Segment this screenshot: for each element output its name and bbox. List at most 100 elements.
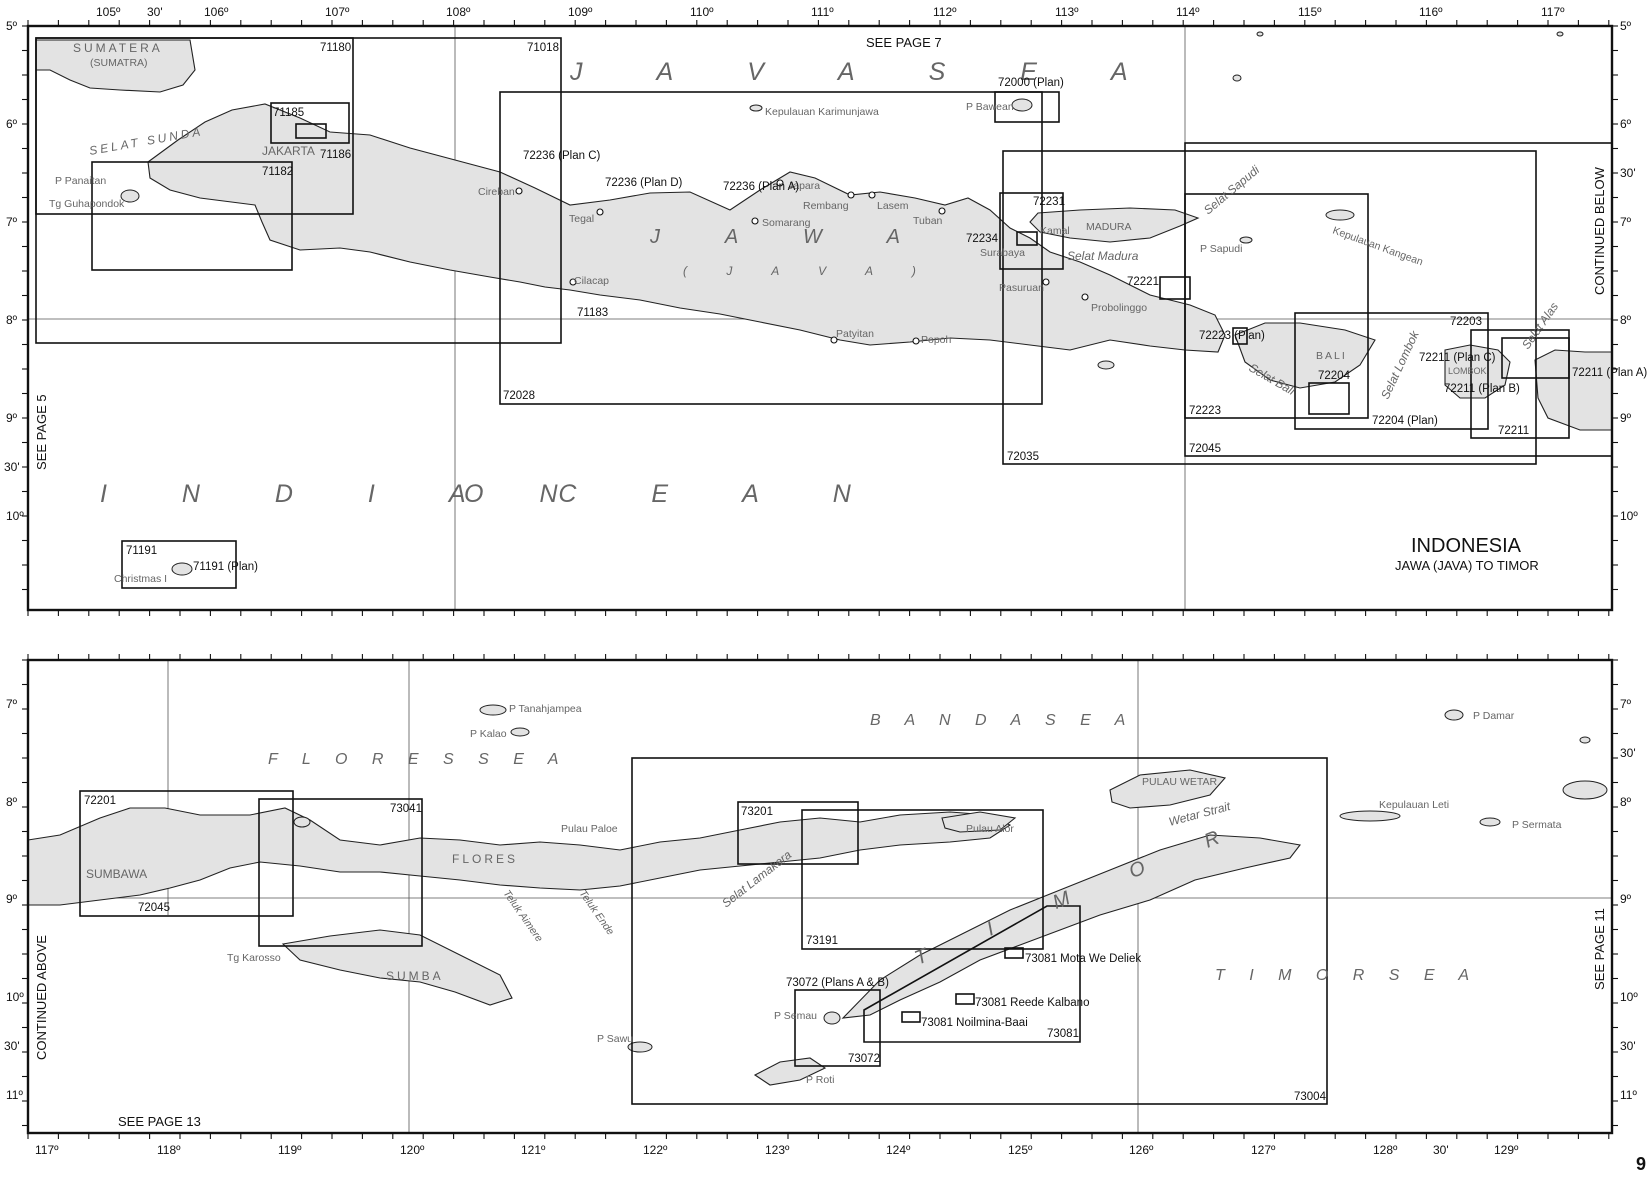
continued-below-ref[interactable]: CONTINUED BELOW bbox=[1592, 166, 1607, 295]
chart-number[interactable]: 72223 bbox=[1189, 405, 1221, 417]
banda-sea-label: B A N D A S E A bbox=[870, 712, 1135, 729]
chart-number[interactable]: 73081 Reede Kalbano bbox=[975, 997, 1089, 1009]
place-label: P Semau bbox=[774, 1010, 817, 1022]
p-damar-island bbox=[1444, 709, 1464, 721]
chart-72221-box[interactable] bbox=[1159, 276, 1191, 300]
chart-number[interactable]: 72211 (Plan C) bbox=[1419, 352, 1496, 364]
chart-72028-box[interactable] bbox=[499, 91, 1043, 405]
chart-71191-box[interactable] bbox=[121, 540, 237, 589]
chart-72234-box[interactable] bbox=[1016, 231, 1038, 246]
chart-number[interactable]: 73041 bbox=[390, 803, 422, 815]
p-sawu-island bbox=[627, 1041, 653, 1053]
chart-number[interactable]: 72223 (Plan) bbox=[1199, 330, 1265, 342]
lat-label: 30' bbox=[4, 1039, 20, 1053]
chart-number[interactable]: 72203 bbox=[1450, 316, 1482, 328]
lon-label: 116º bbox=[1419, 5, 1443, 19]
chart-71185-box[interactable] bbox=[270, 102, 350, 144]
place-label: P Bawean bbox=[966, 101, 1014, 113]
chart-number[interactable]: 72000 (Plan) bbox=[998, 77, 1064, 89]
chart-72203-box[interactable] bbox=[1294, 312, 1489, 430]
chart-number[interactable]: 71191 bbox=[126, 545, 157, 557]
place-label: Tegal bbox=[569, 213, 594, 225]
lon-label: 117º bbox=[35, 1143, 59, 1157]
lombok-landmass bbox=[1444, 344, 1511, 399]
lat-label: 11º bbox=[6, 1088, 23, 1102]
chart-number[interactable]: 71185 bbox=[273, 107, 304, 119]
roti-landmass bbox=[753, 1057, 827, 1086]
see-page-11-ref[interactable]: SEE PAGE 11 bbox=[1592, 908, 1607, 990]
chart-number[interactable]: 73081 bbox=[1047, 1028, 1079, 1040]
chart-number[interactable]: 72221 bbox=[1127, 276, 1159, 288]
teluk-ende-label: Teluk Ende bbox=[577, 888, 617, 938]
chart-number[interactable]: 73081 Mota We Deliek bbox=[1025, 953, 1141, 965]
chart-number[interactable]: 72231 bbox=[1033, 196, 1065, 208]
lat-label: 30' bbox=[1620, 746, 1636, 760]
lon-label: 111º bbox=[811, 5, 834, 19]
lon-label: 114º bbox=[1176, 5, 1200, 19]
lon-label: 115º bbox=[1298, 5, 1322, 19]
chart-number[interactable]: 72045 bbox=[1189, 443, 1221, 455]
chart-72211-box[interactable] bbox=[1470, 329, 1570, 439]
islet bbox=[1232, 74, 1242, 82]
chart-72223-plan-box[interactable] bbox=[1232, 327, 1248, 345]
chart-number[interactable]: 72211 bbox=[1498, 425, 1529, 437]
place-label: Tg Guhapondok bbox=[49, 198, 125, 210]
chart-number[interactable]: 72028 bbox=[503, 390, 535, 402]
chart-73072-box[interactable] bbox=[794, 989, 881, 1067]
chart-number[interactable]: 73201 bbox=[741, 806, 773, 818]
chart-number[interactable]: 72201 bbox=[84, 795, 116, 807]
chart-73081-noilmina-box[interactable] bbox=[901, 1011, 921, 1023]
continued-above-ref[interactable]: CONTINUED ABOVE bbox=[34, 935, 49, 1060]
chart-number[interactable]: 71018 bbox=[527, 42, 559, 54]
chart-72231-box[interactable] bbox=[999, 192, 1064, 270]
chart-number[interactable]: 72234 bbox=[966, 233, 999, 245]
chart-number[interactable]: 73072 (Plans A & B) bbox=[786, 977, 889, 989]
chart-72223-box[interactable] bbox=[1184, 193, 1369, 419]
chart-73191-box[interactable] bbox=[801, 809, 1044, 950]
chart-number[interactable]: 73191 bbox=[806, 935, 838, 947]
chart-73081-box[interactable] bbox=[863, 905, 1081, 1043]
chart-number[interactable]: 71183 bbox=[577, 307, 608, 319]
chart-71182-box[interactable] bbox=[91, 161, 293, 271]
chart-number[interactable]: 71180 bbox=[320, 42, 351, 54]
lon-label: 127º bbox=[1251, 1143, 1276, 1157]
chart-number[interactable]: 72211 (Plan B) bbox=[1444, 383, 1520, 395]
chart-72035-box[interactable] bbox=[1002, 150, 1537, 465]
chart-number[interactable]: 73081 Noilmina-Baai bbox=[921, 1017, 1028, 1029]
chart-71018-box[interactable] bbox=[35, 37, 562, 344]
chart-number[interactable]: 72236 (Plan C) bbox=[523, 150, 601, 162]
kangean-island bbox=[1325, 209, 1355, 221]
chart-72000-box[interactable] bbox=[994, 91, 1060, 123]
chart-72201-box[interactable] bbox=[79, 790, 294, 917]
chart-number[interactable]: 72236 (Plan A) bbox=[723, 181, 799, 193]
lat-label: 7º bbox=[6, 215, 18, 229]
chart-number[interactable]: 72204 bbox=[1318, 370, 1351, 382]
see-page-7-ref[interactable]: SEE PAGE 7 bbox=[866, 35, 942, 50]
chart-73201-box[interactable] bbox=[737, 801, 859, 865]
see-page-13-ref[interactable]: SEE PAGE 13 bbox=[118, 1114, 201, 1129]
see-page-5-ref[interactable]: SEE PAGE 5 bbox=[34, 394, 49, 470]
chart-number[interactable]: 71182 bbox=[262, 166, 293, 178]
chart-number[interactable]: 72211 (Plan A) bbox=[1572, 367, 1647, 379]
chart-73081-mota-box[interactable] bbox=[1004, 947, 1024, 959]
chart-73004-box[interactable] bbox=[631, 757, 1328, 1105]
chart-number[interactable]: 72236 (Plan D) bbox=[605, 177, 683, 189]
chart-number[interactable]: 71191 (Plan) bbox=[193, 561, 258, 573]
chart-72211-plan-c-box[interactable] bbox=[1501, 337, 1570, 379]
chart-71186-box[interactable] bbox=[295, 123, 327, 139]
selat-lombok-label: Selat Lombok bbox=[1378, 328, 1422, 401]
chart-72204-box[interactable] bbox=[1308, 382, 1350, 415]
place-label: Pasuruan bbox=[999, 282, 1044, 294]
chart-73041-box[interactable] bbox=[258, 798, 423, 947]
chart-number[interactable]: 72035 bbox=[1007, 451, 1039, 463]
islet bbox=[1097, 360, 1115, 370]
place-label: Tuban bbox=[913, 215, 943, 227]
chart-number[interactable]: 72204 (Plan) bbox=[1372, 415, 1438, 427]
chart-number[interactable]: 72045 bbox=[138, 902, 170, 914]
chart-number[interactable]: 73072 bbox=[848, 1053, 880, 1065]
chart-number[interactable]: 73004 bbox=[1294, 1091, 1327, 1103]
lon-label: 106º bbox=[204, 5, 229, 19]
chart-number[interactable]: 71186 bbox=[320, 149, 351, 161]
chart-73081-kalbano-box[interactable] bbox=[955, 993, 975, 1005]
top-lat-labels-left: 5º 6º 7º 8º 9º 30' 10º bbox=[4, 19, 24, 523]
